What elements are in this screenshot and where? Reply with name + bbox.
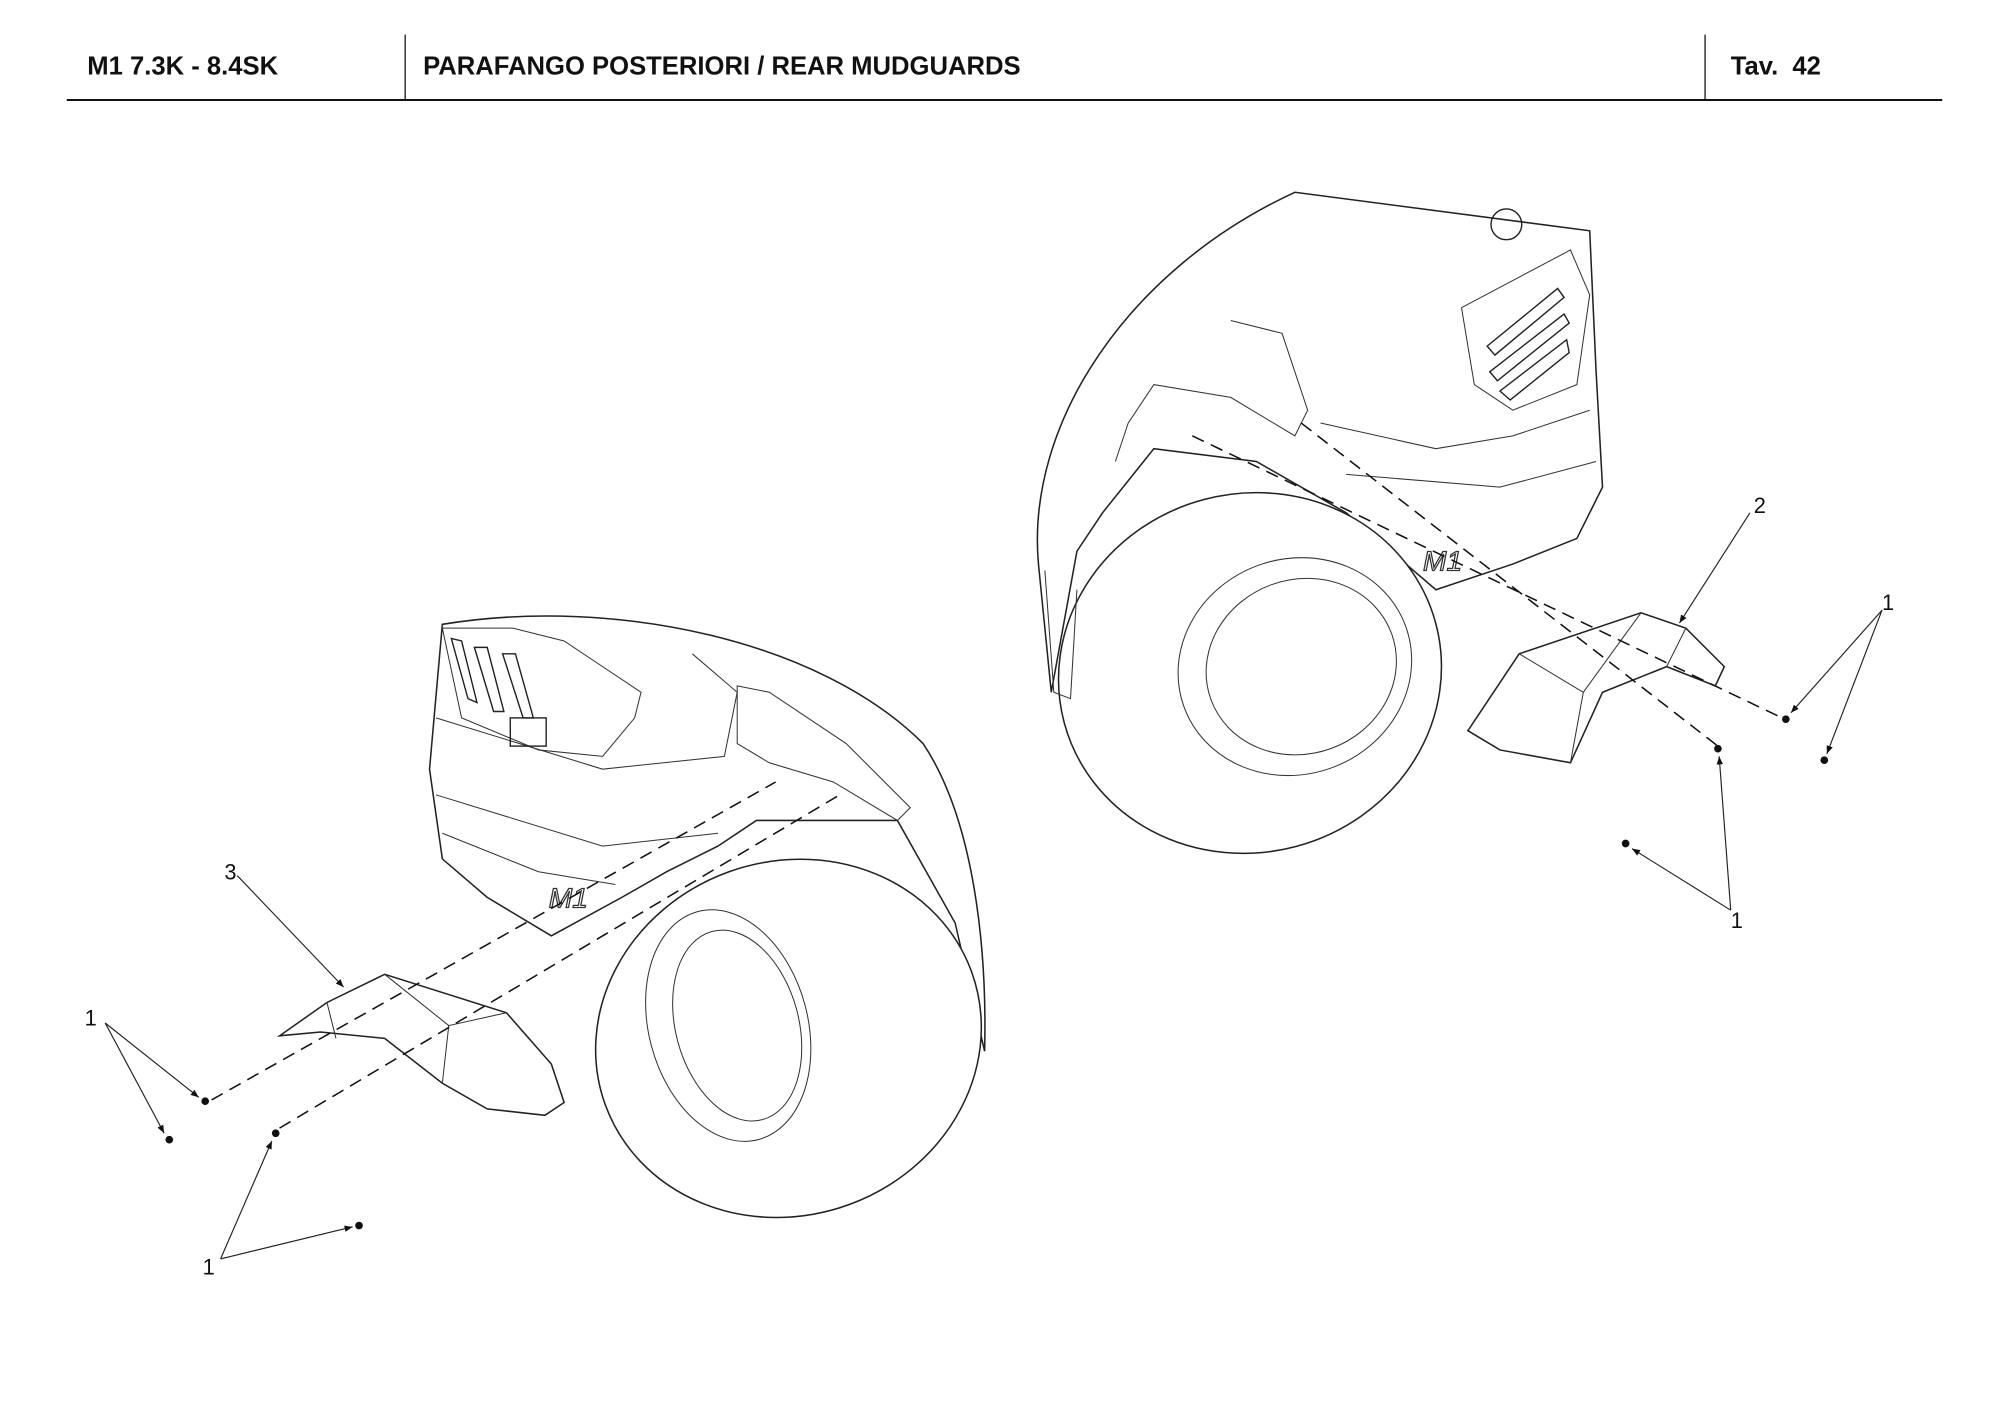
left-mudguard — [276, 973, 566, 1117]
left-screws — [165, 1097, 363, 1230]
logo-text: M1 — [549, 882, 588, 914]
logo-text: M1 — [1423, 544, 1462, 576]
title-block: M1 7.3K - 8.4SK PARAFANGO POSTERIORI / R… — [66, 34, 1943, 102]
callout-1: 1 — [203, 1254, 215, 1279]
right-assembly-line — [1191, 435, 1783, 719]
right-grille — [1486, 287, 1571, 401]
left-tractor-body — [428, 615, 986, 1052]
right-tire — [1057, 491, 1443, 855]
left-assembly-line — [211, 781, 777, 1101]
page-title: PARAFANGO POSTERIORI / REAR MUDGUARDS — [423, 52, 1020, 80]
callout-1: 1 — [1731, 908, 1743, 933]
right-screws — [1621, 715, 1829, 848]
callout-1: 1 — [1882, 590, 1894, 615]
left-grille — [450, 637, 547, 747]
table-number: Tav. 42 — [1731, 52, 1821, 80]
right-mudguard — [1466, 611, 1726, 764]
right-rear-assembly: M1 2 1 1 — [1036, 191, 1894, 933]
model-label: M1 7.3K - 8.4SK — [87, 52, 278, 80]
right-assembly-line — [1300, 422, 1719, 747]
left-tire — [594, 858, 983, 1219]
left-rear-assembly: M1 3 1 1 — [85, 615, 986, 1279]
callout-2: 2 — [1754, 493, 1766, 518]
left-assembly-line — [279, 794, 841, 1129]
callout-1: 1 — [85, 1006, 97, 1031]
callout-3: 3 — [224, 859, 236, 884]
